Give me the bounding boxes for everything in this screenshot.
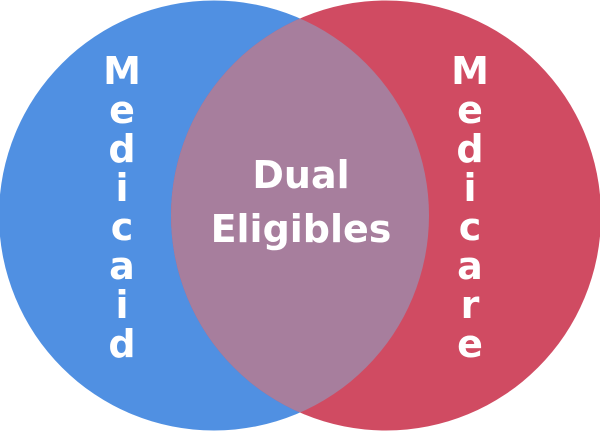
overlap-region [171, 0, 429, 431]
label-letter: i [115, 166, 129, 210]
label-letter: d [108, 127, 136, 171]
label-letter: d [456, 127, 484, 171]
overlap-label: Dual Eligibles [175, 148, 427, 256]
label-letter: i [115, 283, 129, 327]
label-letter: M [103, 49, 141, 93]
label-letter: c [458, 205, 482, 249]
label-letter: c [110, 205, 134, 249]
label-letter: i [463, 166, 477, 210]
label-letter: e [457, 88, 483, 132]
overlap-line1: Dual [252, 153, 350, 197]
label-letter: e [457, 322, 483, 366]
label-letter: e [109, 88, 135, 132]
overlap-line2: Eligibles [210, 207, 392, 251]
label-letter: a [109, 244, 135, 288]
label-letter: M [451, 49, 489, 93]
label-letter: d [108, 322, 136, 366]
label-letter: r [460, 283, 480, 327]
label-letter: a [457, 244, 483, 288]
